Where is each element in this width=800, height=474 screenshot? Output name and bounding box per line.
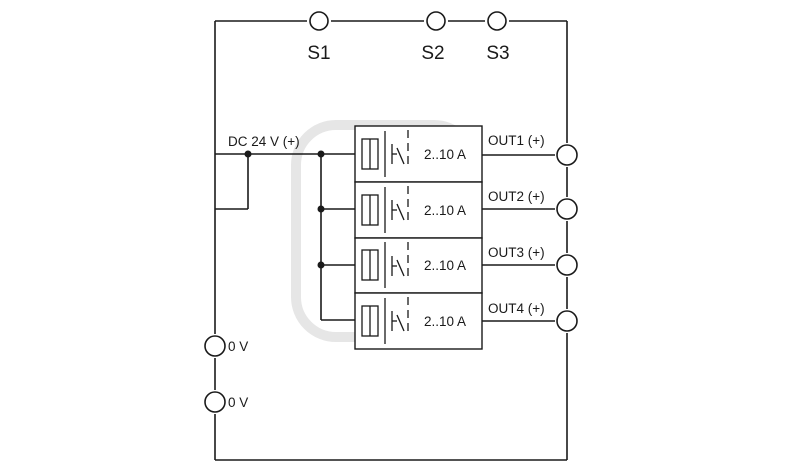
relay-icon — [361, 187, 386, 233]
terminal-s1 — [309, 11, 329, 31]
junction-supply — [244, 150, 252, 158]
switch-terminals: S1 S2 S3 — [307, 11, 510, 64]
ground-label-2: 0 V — [228, 395, 248, 410]
supply-input: DC 24 V (+) — [215, 134, 355, 210]
channel-3: 2..10 A OUT3 (+) — [354, 237, 578, 294]
switch-contact-icon — [391, 297, 409, 332]
output-terminal — [556, 144, 578, 166]
channel-box — [354, 237, 483, 294]
channel-box — [354, 125, 483, 183]
channel-box — [354, 292, 483, 350]
junction-bus-2 — [317, 205, 325, 213]
junction-bus-1 — [317, 150, 325, 158]
output-terminal — [556, 310, 578, 332]
output-label: OUT3 (+) — [488, 245, 545, 260]
switch-contact-icon — [391, 242, 409, 277]
current-label: 2..10 A — [424, 314, 466, 329]
junction-bus-3 — [317, 261, 325, 269]
switch-label-s3: S3 — [486, 43, 509, 64]
output-label: OUT4 (+) — [488, 301, 545, 316]
terminal-0v-2 — [204, 391, 226, 413]
output-terminal — [556, 254, 578, 276]
current-label: 2..10 A — [424, 203, 466, 218]
output-label: OUT1 (+) — [488, 133, 545, 148]
relay-icon — [361, 298, 386, 344]
ground-label-1: 0 V — [228, 339, 248, 354]
terminal-s3 — [487, 11, 507, 31]
output-terminal — [556, 198, 578, 220]
outer-frame — [214, 20, 568, 461]
channel-bus — [317, 150, 355, 321]
terminal-s2 — [426, 11, 446, 31]
channel-box — [354, 181, 483, 239]
channel-1: 2..10 A OUT1 (+) — [354, 125, 578, 183]
switch-label-s2: S2 — [421, 43, 444, 64]
relay-icon — [361, 242, 386, 288]
current-label: 2..10 A — [424, 258, 466, 273]
output-label: OUT2 (+) — [488, 189, 545, 204]
ground-terminals: 0 V 0 V — [204, 335, 248, 413]
channel-2: 2..10 A OUT2 (+) — [354, 181, 578, 239]
terminal-0v-1 — [204, 335, 226, 357]
switch-contact-icon — [391, 130, 409, 165]
channel-4: 2..10 A OUT4 (+) — [354, 292, 578, 350]
switch-contact-icon — [391, 186, 409, 221]
relay-icon — [361, 131, 386, 177]
current-label: 2..10 A — [424, 147, 466, 162]
switch-label-s1: S1 — [307, 43, 330, 64]
supply-label: DC 24 V (+) — [228, 134, 300, 149]
